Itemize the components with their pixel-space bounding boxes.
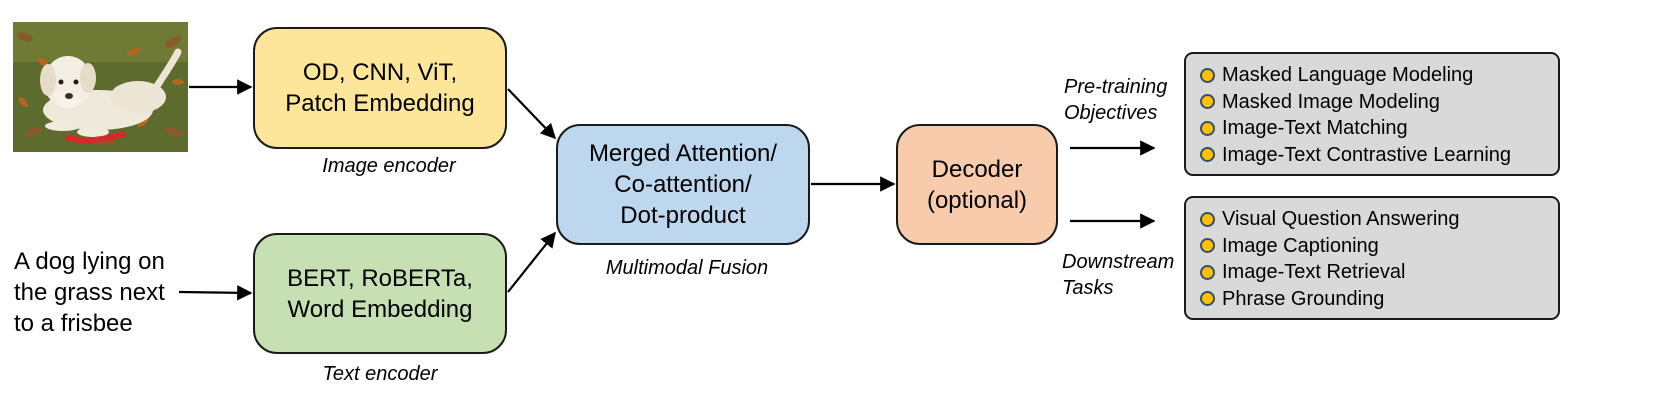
input-caption-line: to a frisbee	[14, 310, 133, 337]
fusion-line: Dot-product	[620, 202, 746, 229]
image-encoder-line: Patch Embedding	[285, 90, 475, 117]
fusion-line: Co-attention/	[614, 171, 752, 198]
bullet-icon	[1200, 238, 1215, 254]
list-item-label: Image-Text Matching	[1222, 117, 1408, 139]
list-item: Image-Text Contrastive Learning	[1200, 142, 1558, 169]
downstream-label-line: Tasks	[1062, 277, 1114, 299]
bullet-icon	[1200, 264, 1215, 280]
fusion-box: Merged Attention/ Co-attention/ Dot-prod…	[556, 124, 810, 245]
fusion-line: Merged Attention/	[588, 140, 778, 167]
bullet-icon	[1200, 120, 1215, 136]
arrow-text-to-text-encoder	[178, 285, 253, 301]
list-item: Masked Image Modeling	[1200, 89, 1558, 116]
list-item: Image Captioning	[1200, 233, 1558, 260]
downstream-label-line: Downstream	[1062, 251, 1175, 273]
image-encoder-line: OD, CNN, ViT,	[302, 59, 458, 86]
text-encoder-line: Word Embedding	[287, 295, 473, 323]
text-encoder-box: BERT, RoBERTa, Word Embedding	[253, 233, 507, 354]
list-item-label: Image Captioning	[1222, 234, 1379, 257]
arrow-image-encoder-to-fusion	[507, 88, 557, 140]
bullet-icon	[1200, 94, 1215, 110]
input-caption-text: A dog lying on the grass next to a frisb…	[14, 246, 165, 339]
image-encoder-box: OD, CNN, ViT, Patch Embedding	[253, 27, 507, 149]
pretraining-objectives-box: Masked Language Modeling Masked Image Mo…	[1184, 52, 1560, 176]
list-item: Masked Language Modeling	[1200, 62, 1558, 89]
pretraining-label-line: Objectives	[1064, 102, 1158, 124]
list-item-label: Visual Question Answering	[1222, 208, 1460, 230]
list-item: Image-Text Retrieval	[1200, 259, 1558, 286]
list-item-label: Masked Language Modeling	[1222, 64, 1474, 86]
list-item-label: Masked Image Modeling	[1222, 90, 1440, 113]
input-caption-line: the grass next	[14, 279, 165, 306]
decoder-box: Decoder (optional)	[896, 124, 1058, 245]
bullet-icon	[1200, 67, 1215, 83]
pretraining-label: Pre-training Objectives	[1064, 74, 1167, 126]
decoder-line: (optional)	[926, 186, 1028, 214]
downstream-tasks-box: Visual Question Answering Image Captioni…	[1184, 196, 1560, 320]
bullet-icon	[1200, 291, 1215, 307]
list-item: Visual Question Answering	[1200, 206, 1558, 233]
fusion-caption: Multimodal Fusion	[605, 257, 769, 279]
list-item-label: Image-Text Contrastive Learning	[1222, 143, 1512, 166]
list-item: Image-Text Matching	[1200, 115, 1558, 142]
dog-photo	[13, 22, 188, 152]
input-caption-line: A dog lying on	[14, 248, 165, 275]
downstream-label: Downstream Tasks	[1062, 249, 1174, 301]
text-encoder-caption: Text encoder	[322, 363, 438, 385]
pretraining-label-line: Pre-training	[1064, 76, 1168, 98]
text-encoder-line: BERT, RoBERTa,	[287, 264, 473, 292]
decoder-line: Decoder	[931, 155, 1023, 183]
list-item-label: Phrase Grounding	[1222, 287, 1385, 310]
arrow-text-encoder-to-fusion	[507, 231, 556, 293]
list-item: Phrase Grounding	[1200, 286, 1558, 313]
bullet-icon	[1200, 211, 1215, 227]
image-encoder-caption: Image encoder	[322, 155, 456, 177]
bullet-icon	[1200, 147, 1215, 163]
list-item-label: Image-Text Retrieval	[1222, 261, 1406, 283]
